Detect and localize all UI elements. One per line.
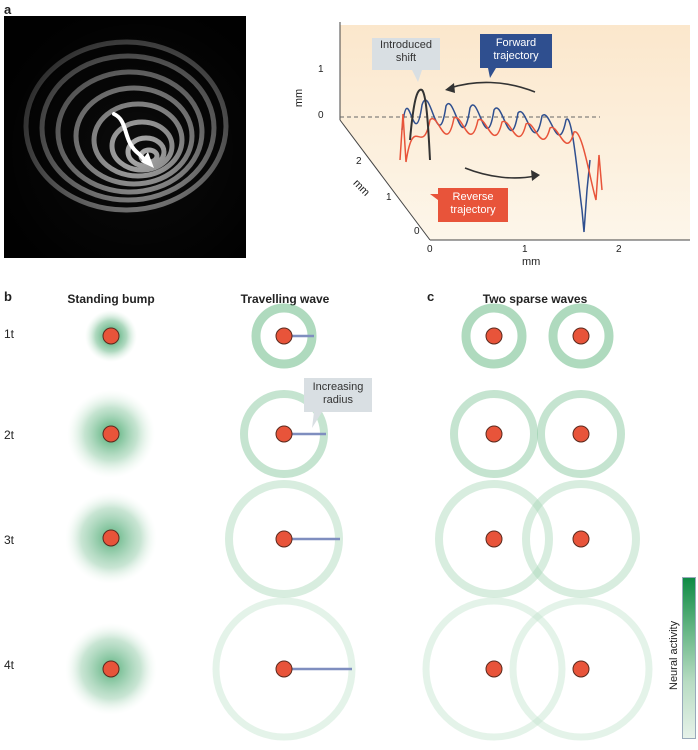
- sparse-ring-left-3t: [435, 480, 553, 598]
- node-standing-1t: [102, 327, 120, 345]
- h-tick-2: 2: [616, 244, 622, 255]
- reverse-trajectory-line: [399, 113, 603, 201]
- two-sparse-waves-title: Two sparse waves: [482, 292, 588, 306]
- reverse-callout-text: Reverse trajectory: [450, 191, 496, 216]
- reverse-arrow: [464, 167, 536, 179]
- sparse-ring-right-3t: [522, 480, 640, 598]
- panel-b-letter: b: [4, 289, 12, 304]
- d-tick-2: 2: [356, 156, 362, 167]
- sparse-ring-left-2t: [450, 390, 538, 478]
- v-tick-1: 1: [318, 64, 324, 75]
- back-plane: [340, 25, 690, 240]
- h-tick-0: 0: [427, 244, 433, 255]
- node-sparse-left-4t: [485, 660, 503, 678]
- node-standing-4t: [102, 660, 120, 678]
- sparse-ring-right-2t: [537, 390, 625, 478]
- row-label-3t: 3t: [4, 533, 15, 547]
- neural-activity-colorbar: [682, 577, 696, 739]
- node-travelling-4t: [275, 660, 293, 678]
- node-sparse-right-1t: [572, 327, 590, 345]
- node-sparse-right-3t: [572, 530, 590, 548]
- node-travelling-2t: [275, 425, 293, 443]
- sparse-ring-right-4t: [509, 597, 653, 741]
- radius-callout-text: Increasing radius: [312, 381, 364, 406]
- node-sparse-left-3t: [485, 530, 503, 548]
- forward-callout-text: Forward trajectory: [493, 37, 539, 62]
- node-travelling-1t: [275, 327, 293, 345]
- ripple-image: [4, 16, 246, 258]
- sparse-ring-right-1t: [548, 303, 614, 369]
- node-sparse-left-2t: [485, 425, 503, 443]
- node-standing-2t: [102, 425, 120, 443]
- forward-callout-box: [480, 34, 552, 78]
- sparse-ring-left-4t: [422, 597, 566, 741]
- radius-callout-box: [304, 378, 372, 428]
- trajectory-plot-svg: [339, 22, 690, 241]
- shift-callout-box: [372, 38, 440, 82]
- panel-c-letter: c: [427, 289, 435, 304]
- h-tick-1: 1: [522, 244, 528, 255]
- reverse-callout-box: [430, 188, 508, 222]
- horizontal-axis-label: mm: [522, 256, 541, 268]
- node-sparse-right-2t: [572, 425, 590, 443]
- standing-bump-title: Standing bump: [67, 292, 155, 306]
- d-tick-1: 1: [386, 192, 392, 203]
- shift-callout-text: Introduced shift: [380, 39, 432, 64]
- row-label-4t: 4t: [4, 658, 15, 672]
- node-sparse-right-4t: [572, 660, 590, 678]
- node-sparse-left-1t: [485, 327, 503, 345]
- node-standing-3t: [102, 529, 120, 547]
- row-label-2t: 2t: [4, 428, 15, 442]
- forward-arrow: [449, 81, 536, 93]
- row-label-1t: 1t: [4, 327, 15, 341]
- panel-a-letter: a: [4, 2, 12, 17]
- introduced-shift-line: [409, 88, 431, 161]
- d-tick-0: 0: [414, 226, 420, 237]
- neural-activity-label: Neural activity: [668, 620, 680, 690]
- sparse-ring-left-1t: [461, 303, 527, 369]
- ripple-image-svg: [4, 16, 246, 258]
- node-travelling-3t: [275, 530, 293, 548]
- trajectory-plot: 1 0 2 1 0 0 1 2 mm mm mm Introduced shif…: [290, 10, 690, 272]
- v-tick-0: 0: [318, 110, 324, 121]
- travelling-wave-title: Travelling wave: [240, 292, 330, 306]
